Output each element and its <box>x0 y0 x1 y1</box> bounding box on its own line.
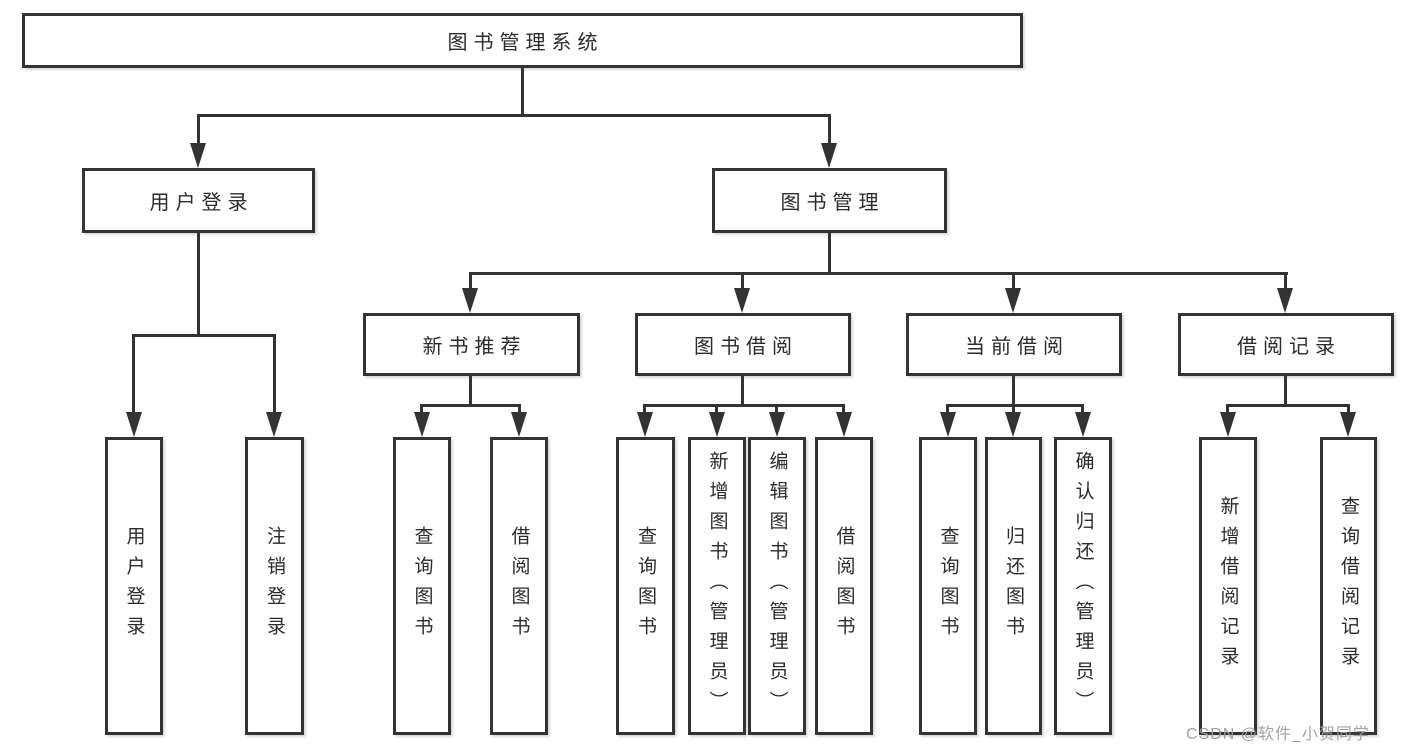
leaf-label: 查询借阅记录 <box>1338 496 1359 676</box>
node-user-login: 用户登录 <box>82 168 315 233</box>
leaf-label: 确认归还（管理员） <box>1072 451 1094 721</box>
connector <box>1284 272 1287 289</box>
connector <box>828 114 831 146</box>
leaf-borrow-books-recommend: 借阅图书 <box>490 437 548 735</box>
connector <box>521 68 524 116</box>
node-current-borrow-label: 当前借阅 <box>965 336 1069 358</box>
leaf-label: 编辑图书（管理员） <box>766 451 788 721</box>
node-book-management: 图书管理 <box>712 168 947 233</box>
connector <box>1347 404 1350 414</box>
connector <box>420 404 521 407</box>
leaf-query-borrow-record: 查询借阅记录 <box>1320 437 1377 735</box>
connector <box>741 272 744 289</box>
connector <box>1012 272 1015 289</box>
connector <box>946 404 1084 407</box>
connector <box>643 404 845 407</box>
leaf-label: 用户登录 <box>123 526 145 646</box>
connector <box>132 334 135 413</box>
connector <box>273 334 276 413</box>
connector <box>197 114 200 146</box>
leaf-query-books-borrow: 查询图书 <box>616 437 675 735</box>
node-new-book-recommend-label: 新书推荐 <box>422 336 527 358</box>
connector <box>1226 404 1229 414</box>
connector <box>775 404 778 414</box>
leaf-label: 查询图书 <box>411 526 433 646</box>
node-user-login-label: 用户登录 <box>149 192 254 214</box>
arrow-down-icon <box>769 412 785 437</box>
leaf-label: 新增图书（管理员） <box>706 451 728 721</box>
leaf-label: 借阅图书 <box>508 526 530 646</box>
node-root-library-system: 图书管理系统 <box>22 13 1023 68</box>
leaf-borrow-books: 借阅图书 <box>815 437 873 735</box>
connector <box>1226 404 1350 407</box>
node-new-book-recommend: 新书推荐 <box>363 313 580 376</box>
connector <box>469 272 1288 275</box>
node-book-management-label: 图书管理 <box>780 192 885 214</box>
arrow-down-icon <box>190 143 206 168</box>
connector <box>132 334 276 337</box>
node-book-borrow-label: 图书借阅 <box>694 336 798 358</box>
node-borrow-records: 借阅记录 <box>1178 313 1394 376</box>
leaf-label: 查询图书 <box>635 526 656 646</box>
connector <box>197 233 200 337</box>
connector <box>1012 376 1015 406</box>
arrow-down-icon <box>1277 288 1293 313</box>
connector <box>420 404 423 414</box>
leaf-label: 新增借阅记录 <box>1217 496 1239 676</box>
arrow-down-icon <box>266 412 282 437</box>
leaf-add-books-admin: 新增图书（管理员） <box>688 437 746 735</box>
leaf-label: 归还图书 <box>1003 526 1024 646</box>
connector <box>828 233 831 275</box>
connector <box>741 376 744 406</box>
csdn-watermark: CSDN @软件_小贺同学 <box>1186 726 1370 743</box>
arrow-down-icon <box>126 412 142 437</box>
connector <box>1284 376 1287 406</box>
arrow-down-icon <box>1340 412 1356 437</box>
arrow-down-icon <box>940 412 956 437</box>
arrow-down-icon <box>1005 288 1021 313</box>
node-root-label: 图书管理系统 <box>447 32 604 54</box>
connector <box>197 114 831 117</box>
node-book-borrow: 图书借阅 <box>635 313 851 376</box>
leaf-confirm-return-admin: 确认归还（管理员） <box>1054 437 1112 735</box>
connector <box>469 272 472 289</box>
connector <box>1081 404 1084 414</box>
leaf-return-books: 归还图书 <box>985 437 1042 735</box>
arrow-down-icon <box>511 412 527 437</box>
connector <box>715 404 718 414</box>
arrow-down-icon <box>709 412 725 437</box>
connector <box>946 404 949 414</box>
arrow-down-icon <box>414 412 430 437</box>
connector <box>469 376 472 406</box>
arrow-down-icon <box>637 412 653 437</box>
connector <box>518 404 521 414</box>
node-borrow-records-label: 借阅记录 <box>1237 336 1341 358</box>
leaf-label: 查询图书 <box>937 526 959 646</box>
leaf-label: 借阅图书 <box>833 526 855 646</box>
connector <box>643 404 646 414</box>
arrow-down-icon <box>1220 412 1236 437</box>
node-current-borrow: 当前借阅 <box>906 313 1122 376</box>
connector <box>1012 404 1015 414</box>
leaf-user-login: 用户登录 <box>105 437 163 735</box>
leaf-query-books-recommend: 查询图书 <box>393 437 451 735</box>
arrow-down-icon <box>462 288 478 313</box>
leaf-logout: 注销登录 <box>245 437 304 735</box>
arrow-down-icon <box>836 412 852 437</box>
leaf-edit-books-admin: 编辑图书（管理员） <box>748 437 806 735</box>
leaf-label: 注销登录 <box>264 526 285 646</box>
connector <box>842 404 845 414</box>
leaf-query-books-current: 查询图书 <box>919 437 977 735</box>
arrow-down-icon <box>734 288 750 313</box>
arrow-down-icon <box>1075 412 1091 437</box>
arrow-down-icon <box>1005 412 1021 437</box>
arrow-down-icon <box>821 143 837 168</box>
leaf-add-borrow-record: 新增借阅记录 <box>1199 437 1257 735</box>
